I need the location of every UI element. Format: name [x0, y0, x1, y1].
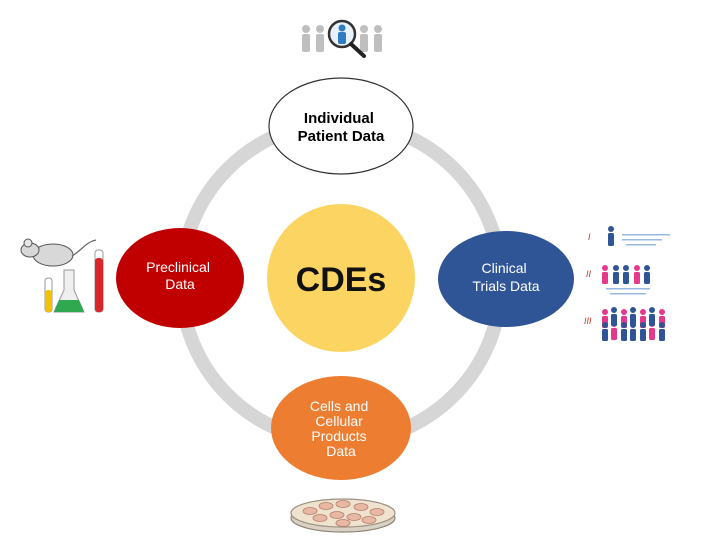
preclinical-data-node: Preclinical Data: [116, 228, 244, 328]
phase-label-iii: III: [584, 316, 592, 326]
individual-patient-data-ellipse: [268, 77, 414, 175]
preclinical-data-label: Preclinical Data: [146, 259, 214, 292]
center-label: CDEs: [296, 261, 387, 299]
preclinical-data-line-1: Preclinical: [146, 259, 210, 275]
individual-patient-data-line-1: Individual: [304, 110, 374, 127]
cells-cellular-products-data-node: Cells and Cellular Products Data: [271, 376, 411, 480]
clinical-trials-data-label: Clinical Trials Data: [472, 260, 539, 294]
clinical-trials-data-line-2: Trials Data: [472, 278, 539, 294]
cells-data-line-4: Data: [326, 443, 356, 459]
preclinical-data-line-2: Data: [165, 276, 195, 292]
cells-data-line-3: Products: [311, 428, 366, 444]
clinical-trials-data-line-1: Clinical: [481, 260, 526, 276]
cells-data-line-1: Cells and: [310, 398, 368, 414]
patient-search-icon: [302, 19, 382, 58]
preclinical-data-ellipse: [116, 228, 244, 328]
clinical-trial-phases-icon: I II III: [584, 226, 670, 341]
phase-label-i: I: [588, 232, 591, 242]
phase-label-ii: II: [586, 269, 592, 279]
cells-cellular-products-data-ellipse: [271, 376, 411, 480]
cells-cellular-products-data-label: Cells and Cellular Products Data: [310, 398, 372, 459]
individual-patient-data-label: Individual Patient Data: [298, 110, 385, 145]
center-circle: [267, 204, 415, 352]
lab-mouse-test-tubes-icon: [20, 238, 104, 313]
petri-dish-icon: [290, 498, 396, 533]
individual-patient-data-node: Individual Patient Data: [268, 77, 414, 175]
individual-patient-data-line-2: Patient Data: [298, 128, 385, 145]
clinical-trials-data-ellipse: [438, 231, 574, 327]
center-node: CDEs: [267, 204, 415, 352]
clinical-trials-data-node: Clinical Trials Data: [438, 231, 574, 327]
cells-data-line-2: Cellular: [315, 413, 363, 429]
